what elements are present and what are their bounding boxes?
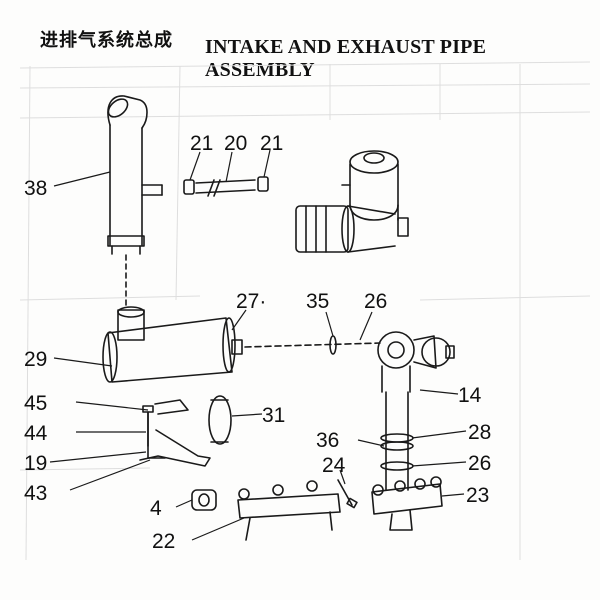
callout-45: 45 — [24, 392, 47, 415]
clamp-36 — [380, 441, 414, 451]
exhaust-manifold-22 — [237, 480, 341, 541]
muffler-29 — [102, 306, 243, 383]
callout-43: 43 — [24, 482, 47, 505]
leader-lines — [49, 149, 467, 541]
exhaust-downpipe — [380, 391, 414, 491]
callout-35: 35 — [306, 290, 329, 313]
muffler-bracket — [139, 399, 211, 467]
callout-19: 19 — [24, 452, 47, 475]
callout-24: 24 — [322, 454, 346, 477]
callout-26-upper: 26 — [364, 290, 387, 313]
air-cleaner-assembly — [295, 150, 409, 253]
bleed-through-grid — [19, 61, 591, 561]
title-english: INTAKE AND EXHAUST PIPE ASSEMBLY — [205, 36, 487, 81]
callout-27: 27· — [236, 290, 266, 313]
callout-20: 20 — [224, 132, 247, 155]
title-chinese: 进排气系统总成 — [40, 30, 173, 51]
callout-31: 31 — [262, 404, 285, 427]
callout-28: 28 — [468, 421, 491, 444]
assembly-leader-muffler-turbo — [244, 342, 381, 348]
turbocharger-14 — [377, 331, 455, 393]
exhaust-manifold-23 — [371, 476, 443, 531]
bolt-24 — [337, 479, 358, 509]
callout-26-lower: 26 — [468, 452, 491, 475]
callout-36: 36 — [316, 429, 339, 452]
callout-29: 29 — [24, 348, 47, 371]
callout-21-right: 21 — [260, 132, 283, 155]
strap-clamp-31 — [208, 395, 232, 445]
callout-14: 14 — [458, 384, 482, 407]
intake-pipe-38 — [107, 95, 163, 255]
gasket-4 — [191, 489, 217, 511]
callout-4: 4 — [150, 497, 162, 520]
callout-44: 44 — [24, 422, 48, 445]
callout-22: 22 — [152, 530, 175, 553]
callout-23: 23 — [466, 484, 489, 507]
callout-21-left: 21 — [190, 132, 213, 155]
callout-38: 38 — [24, 177, 47, 200]
callout-labels: 38 21 20 21 27· 35 26 29 14 45 31 44 36 … — [24, 132, 491, 553]
